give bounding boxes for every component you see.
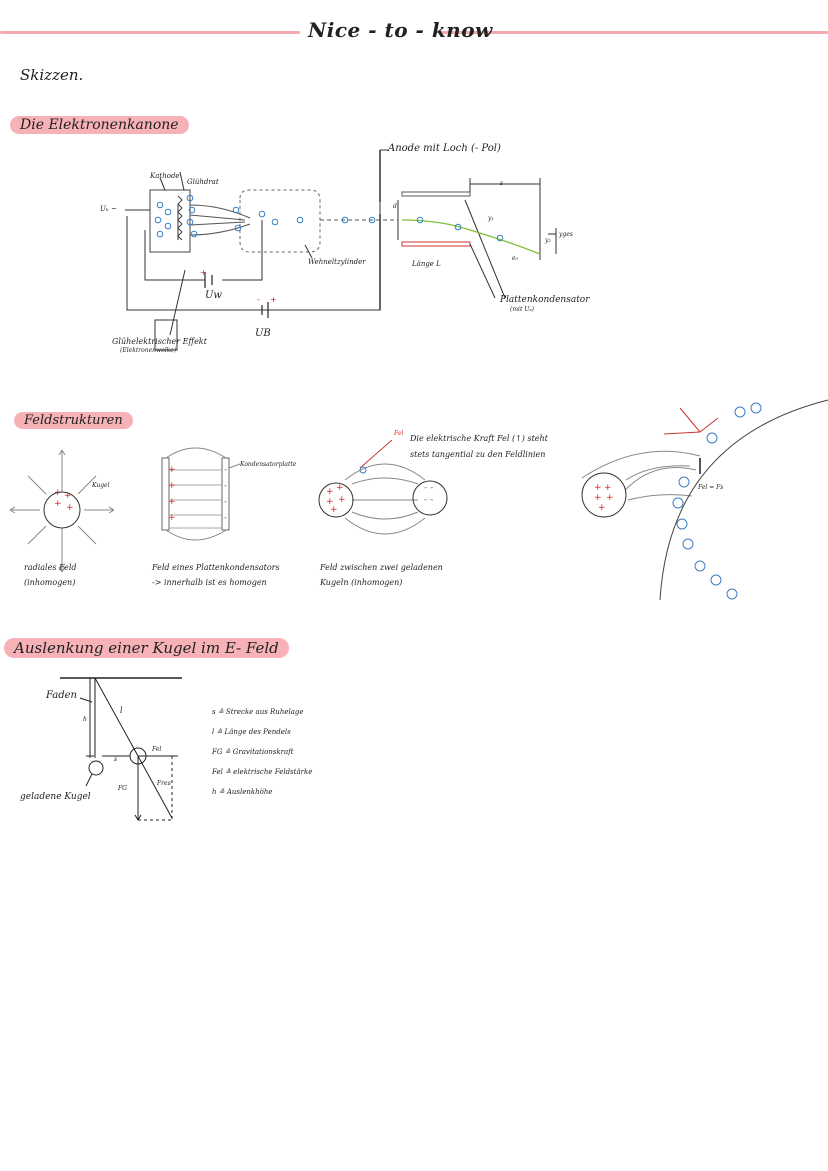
- pendulum-legend: s ≙ Strecke aus Ruhelage l ≙ Länge des P…: [212, 708, 312, 808]
- svg-text:+: +: [66, 503, 74, 513]
- svg-text:+: +: [54, 488, 62, 498]
- caption-platten-sub: -> innerhalb ist es homogen: [152, 578, 267, 587]
- label-y2: y₂: [545, 237, 551, 244]
- svg-text:- -: - -: [424, 483, 433, 493]
- label-effekt-sub: (Elektronenwolke): [120, 347, 177, 354]
- intro-text: Skizzen.: [20, 66, 84, 84]
- svg-text:-: -: [224, 513, 227, 523]
- svg-text:+: +: [200, 268, 207, 277]
- label-ub: UB: [255, 328, 271, 339]
- label-d: d: [393, 203, 397, 210]
- label-fel-sphere: Fel: [394, 430, 404, 437]
- electron-gun-diagram: + - +: [125, 149, 557, 351]
- label-platten-sub: (mit Uₐ): [510, 306, 534, 313]
- label-anode: Anode mit Loch (- Pol): [388, 143, 501, 154]
- caption-radial-sub: (inhomogen): [24, 578, 76, 587]
- label-plattenkondensator: Plattenkondensator: [500, 295, 590, 305]
- svg-text:+: +: [598, 503, 606, 513]
- svg-text:+: +: [168, 497, 176, 507]
- svg-text:+: +: [594, 493, 602, 503]
- legend-item: Fel ≙ elektrische Feldstärke: [212, 768, 313, 776]
- svg-text:+: +: [594, 483, 602, 493]
- title-line-right: [440, 31, 828, 34]
- note-kraft: Die elektrische Kraft Fel (↑) steht: [410, 434, 548, 443]
- section-heading-auslenkung: Auslenkung einer Kugel im E- Feld: [4, 638, 289, 658]
- label-laenge: Länge L: [412, 260, 441, 268]
- svg-text:+: +: [606, 493, 614, 503]
- svg-text:- -: - -: [424, 495, 433, 505]
- title-line-left: [0, 31, 300, 34]
- pendulum-label-fg: FG: [118, 785, 127, 792]
- label-e0: e₀: [512, 255, 518, 262]
- svg-text:-: -: [224, 497, 227, 507]
- page-title: Nice - to - know: [308, 18, 493, 42]
- svg-text:+: +: [168, 481, 176, 491]
- caption-kugeln: Feld zwischen zwei geladenen: [320, 563, 443, 572]
- label-fel-fs: Fel = Fs: [698, 484, 724, 491]
- label-uh: Uₕ ~: [100, 205, 118, 213]
- label-wehnelt: Wehneltzylinder: [308, 258, 366, 266]
- legend-item: FG ≙ Gravitationskraft: [212, 748, 294, 756]
- note-kraft-sub: stets tangential zu den Feldlinien: [410, 450, 546, 459]
- legend-item: s ≙ Strecke aus Ruhelage: [212, 708, 304, 716]
- caption-platten: Feld eines Plattenkondensators: [152, 563, 280, 572]
- label-yges: yges: [559, 231, 573, 238]
- pendulum-label-kugel: geladene Kugel: [20, 792, 91, 802]
- pendulum-label-s: s: [114, 756, 118, 763]
- label-kathode: Kathode: [150, 172, 180, 180]
- label-gluehdraht: Glühdrat: [187, 178, 219, 186]
- svg-text:-: -: [224, 465, 227, 475]
- pendulum-label-l: l: [120, 706, 123, 715]
- legend-item: l ≙ Länge des Pendels: [212, 728, 291, 736]
- svg-text:+: +: [64, 491, 72, 501]
- label-y1: y₁: [488, 215, 494, 222]
- svg-text:+: +: [336, 483, 344, 493]
- pendulum-diagram: [60, 677, 182, 821]
- label-uw: Uw: [205, 290, 222, 301]
- svg-text:+: +: [54, 499, 62, 509]
- label-effekt: Glühelektrischer Effekt: [112, 337, 207, 346]
- legend-item: h ≙ Auslenkhöhe: [212, 788, 273, 796]
- svg-text:+: +: [604, 483, 612, 493]
- svg-text:+: +: [330, 505, 338, 515]
- pendulum-label-h: h: [83, 716, 87, 723]
- pendulum-label-fel: Fel: [152, 746, 162, 753]
- svg-text:+: +: [168, 513, 176, 523]
- svg-text:-: -: [257, 295, 260, 304]
- section-heading-feldstrukturen: Feldstrukturen: [14, 412, 133, 429]
- label-kondensatorplatte: Kondensatorplatte: [240, 461, 297, 468]
- field-structures-diagram: ++++ ++++ +++++ +++++ ---- - -- -: [9, 399, 828, 601]
- pendulum-label-fres: Fres: [157, 780, 171, 787]
- svg-text:-: -: [224, 481, 227, 491]
- label-kugel-field: Kugel: [92, 482, 110, 489]
- label-s: s: [500, 180, 504, 187]
- svg-text:+: +: [338, 495, 346, 505]
- svg-text:+: +: [270, 295, 277, 304]
- svg-text:+: +: [326, 487, 334, 497]
- pendulum-label-faden: Faden: [46, 690, 77, 701]
- section-heading-elektronenkanone: Die Elektronenkanone: [10, 116, 189, 134]
- caption-kugeln-sub: Kugeln (inhomogen): [320, 578, 403, 587]
- caption-radial: radiales Feld: [24, 563, 77, 572]
- svg-text:+: +: [168, 465, 176, 475]
- svg-text:+: +: [326, 497, 334, 507]
